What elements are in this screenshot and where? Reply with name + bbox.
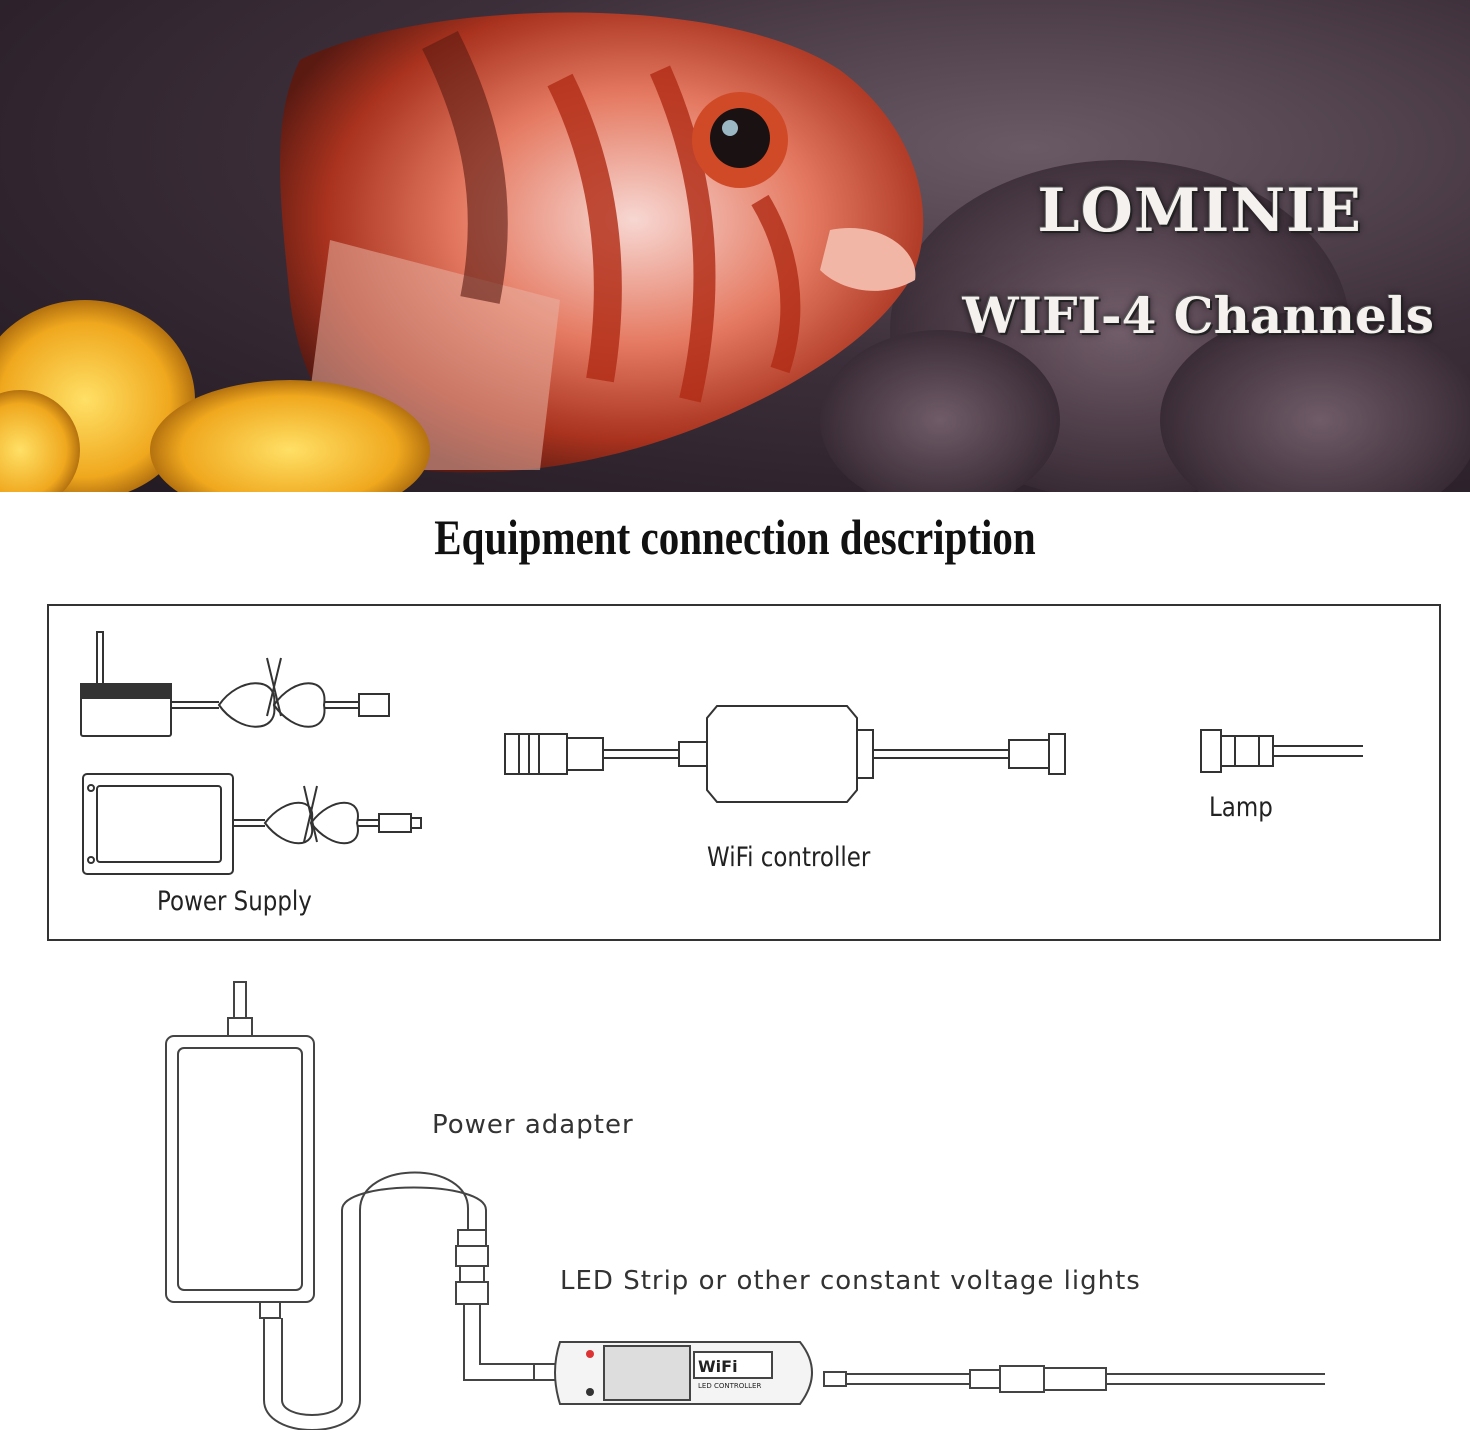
power-adapter-label: Power adapter: [432, 1110, 634, 1140]
power-supply-label: Power Supply: [157, 886, 312, 917]
fish-illustration: [280, 12, 924, 473]
yellow-coral: [0, 300, 430, 492]
brick-power-adapter: [82, 773, 422, 875]
controller-badge: WiFi: [698, 1357, 738, 1376]
power-adapter-drawing: [165, 981, 315, 1319]
controller-caption: LED CONTROLLER: [698, 1382, 761, 1390]
equipment-panel: Power Supply WiFi controller Lamp: [47, 604, 1441, 941]
led-strip-label: LED Strip or other constant voltage ligh…: [560, 1266, 1141, 1296]
wall-plug-adapter: [80, 631, 390, 737]
wifi-controller-drawing: [504, 705, 1066, 803]
hero-photo: [0, 12, 1470, 492]
section-title: Equipment connection description: [434, 509, 1036, 565]
lamp-label: Lamp: [1209, 792, 1273, 823]
lamp-connector-drawing: [1200, 729, 1363, 773]
background-coral: [820, 160, 1470, 492]
wiring-diagram: WiFi LED CONTROLLER: [165, 981, 1325, 1430]
equipment-drawings: [80, 631, 1363, 875]
product-subtitle: WIFI-4 Channels: [962, 286, 1434, 345]
led-output-cable: [823, 1365, 1325, 1393]
brand-title: LOMINIE: [1037, 176, 1362, 246]
wifi-controller-label: WiFi controller: [707, 842, 871, 873]
hero-banner: LOMINIE WIFI-4 Channels: [0, 0, 1470, 492]
wifi-controller-module: [554, 1341, 813, 1405]
